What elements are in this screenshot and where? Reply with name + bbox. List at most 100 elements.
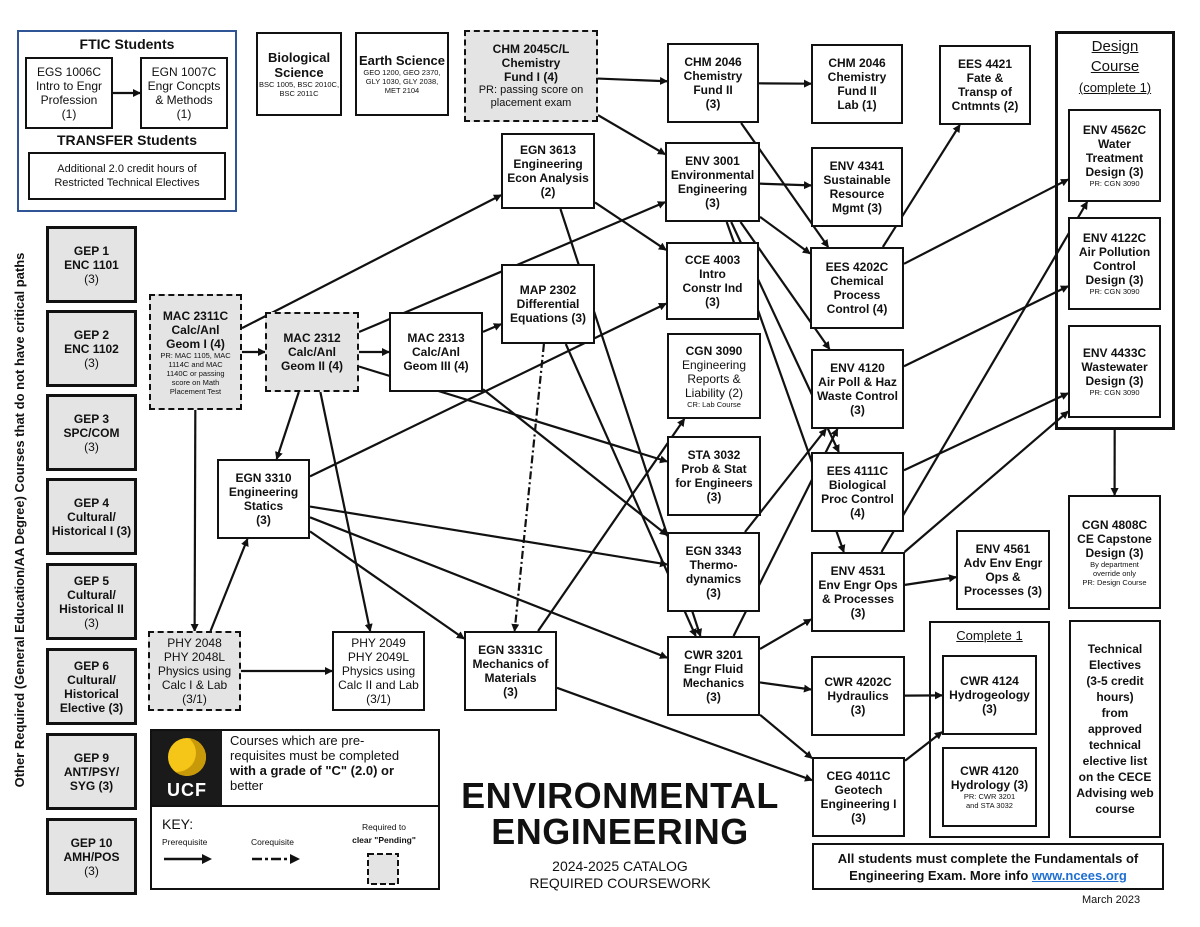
course-ees4421[interactable]: EES 4421 Fate & Transp of Cntmnts (2) [939, 45, 1031, 125]
design-title-1: Design [1091, 38, 1139, 55]
pending-box-icon [367, 853, 399, 885]
course-map2302[interactable]: MAP 2302 Differential Equations (3) [501, 264, 595, 344]
course-env4562c[interactable]: ENV 4562C Water Treatment Design (3) PR:… [1068, 109, 1161, 202]
edge-env3001-to-env4341 [759, 181, 812, 190]
corequisite-arrow-icon [252, 854, 300, 864]
course-chm2045c[interactable]: CHM 2045C/L Chemistry Fund I (4) PR: pas… [464, 30, 598, 122]
course-cgn3090[interactable]: CGN 3090 Engineering Reports & Liability… [667, 333, 761, 419]
ucf-logo: UCF [152, 731, 222, 805]
course-egn3310[interactable]: EGN 3310 Engineering Statics (3) [217, 459, 310, 539]
course-ees4111c[interactable]: EES 4111C Biological Proc Control (4) [811, 452, 904, 532]
course-env4122c[interactable]: ENV 4122C Air Pollution Control Design (… [1068, 217, 1161, 310]
grade-requirement-note: Courses which are pre- requisites must b… [230, 733, 400, 793]
edge-env3001-to-ees4202c [759, 215, 811, 255]
revision-date: March 2023 [1082, 894, 1141, 906]
course-mac2313[interactable]: MAC 2313 Calc/Anl Geom III (4) [389, 312, 483, 392]
course-env4341[interactable]: ENV 4341 Sustainable Resource Mgmt (3) [811, 147, 903, 227]
edge-cwr3201-to-env4531 [759, 618, 812, 650]
gen-ed-gep6[interactable]: GEP 6 Cultural/ Historical Elective (3) [46, 648, 137, 725]
ncees-link[interactable]: www.ncees.org [1031, 868, 1127, 883]
edge-cwr3201-to-ceg4011c [759, 713, 813, 760]
key-symbols [164, 853, 399, 885]
edge-egn3310-to-egn3343 [309, 505, 668, 568]
key-coreq-label: Corequisite [251, 837, 294, 847]
edge-chm2045-to-chm2046 [597, 76, 668, 85]
gen-ed-gep1[interactable]: GEP 1 ENC 1101 (3) [46, 226, 137, 303]
course-mac2312[interactable]: MAC 2312 Calc/Anl Geom II (4) [265, 312, 359, 392]
edge-mac2311c-to-egn3613 [241, 194, 502, 330]
ftic-header: FTIC Students [79, 36, 175, 52]
edge-mac2313-to-egn3343 [482, 388, 668, 536]
gen-ed-gep10[interactable]: GEP 10 AMH/POS (3) [46, 818, 137, 895]
ucf-logo-text: UCF [167, 780, 207, 800]
course-egn1007c[interactable]: EGN 1007C Engr Concpts & Methods (1) [140, 57, 228, 129]
course-sta3032[interactable]: STA 3032 Prob & Stat for Engineers (3) [667, 436, 761, 516]
edge-egn3310-to-egn3331c [309, 530, 465, 640]
fe-exam-note: All students must complete the Fundament… [812, 843, 1164, 890]
pegasus-icon [168, 738, 206, 776]
transfer-electives-note: Additional 2.0 credit hours of Restricte… [28, 152, 226, 200]
edge-egn3310-to-cce4003 [309, 302, 667, 478]
key-title: KEY: [162, 816, 194, 832]
tech-electives[interactable]: Technical Electives (3-5 credit hours) f… [1069, 620, 1161, 838]
course-egn3331c[interactable]: EGN 3331C Mechanics of Materials (3) [464, 631, 557, 711]
edge-cwr3201-to-cwr4202c [759, 681, 812, 693]
ftic-transfer-panel [17, 30, 237, 212]
edge-phy2048-to-egn3310 [209, 538, 249, 632]
course-cwr4120[interactable]: CWR 4120 Hydrology (3) PR: CWR 3201 and … [942, 747, 1037, 827]
gen-ed-gep5[interactable]: GEP 5 Cultural/ Historical II (3) [46, 563, 137, 640]
edge-mac2313-to-map2302 [482, 323, 502, 333]
edge-mac2312-to-egn3310 [275, 391, 300, 460]
edge-egn3331c-to-cgn3090 [537, 418, 686, 632]
course-cwr4202c[interactable]: CWR 4202C Hydraulics (3) [811, 656, 905, 736]
course-cgn4808c[interactable]: CGN 4808C CE Capstone Design (3) By depa… [1068, 495, 1161, 609]
key-panel [150, 729, 440, 890]
edge-chm2045-to-env3001 [597, 114, 666, 156]
course-env4561[interactable]: ENV 4561 Adv Env Engr Ops & Processes (3… [956, 530, 1050, 610]
edge-env4531-to-env4561 [904, 574, 957, 586]
course-chm2046l[interactable]: CHM 2046 Chemistry Fund II Lab (1) [811, 44, 903, 124]
course-env3001[interactable]: ENV 3001 Environmental Engineering (3) [665, 142, 760, 222]
edge-mac2311c-to-phy2048 [190, 409, 199, 632]
page-title: ENVIRONMENTAL ENGINEERING [461, 775, 779, 852]
edge-mac2312-to-phy2049 [319, 391, 373, 632]
key-pending-label-2: clear "Pending" [352, 835, 416, 845]
page-subtitle: 2024-2025 CATALOG REQUIRED COURSEWORK [529, 858, 711, 891]
gen-ed-vertical-label: Other Required (General Education/AA Deg… [12, 252, 27, 788]
course-egs1006c[interactable]: EGS 1006C Intro to Engr Profession (1) [25, 57, 113, 129]
course-env4120[interactable]: ENV 4120 Air Poll & Haz Waste Control (3… [811, 349, 904, 429]
edge-env4120-to-env4122c [903, 285, 1069, 368]
gen-ed-gep2[interactable]: GEP 2 ENC 1102 (3) [46, 310, 137, 387]
course-earth-science[interactable]: Earth Science GEO 1200, GEO 2370, GLY 10… [355, 32, 449, 116]
course-cwr4124[interactable]: CWR 4124 Hydrogeology (3) [942, 655, 1037, 735]
key-pending-label-1: Required to [362, 822, 406, 832]
course-biological-science[interactable]: Biological Science BSC 1005, BSC 2010C, … [256, 32, 342, 116]
edge-ees4202c-to-env4562c [903, 178, 1069, 265]
edge-egn3613-to-cce4003 [594, 201, 667, 251]
complete-one-group [929, 621, 1050, 838]
course-cwr3201[interactable]: CWR 3201 Engr Fluid Mechanics (3) [667, 636, 760, 716]
course-egn3613[interactable]: EGN 3613 Engineering Econ Analysis (2) [501, 133, 595, 209]
key-prereq-label: Prerequisite [162, 837, 208, 847]
edge-ees4111c-to-env4433c [903, 392, 1069, 472]
gen-ed-gep9[interactable]: GEP 9 ANT/PSY/ SYG (3) [46, 733, 137, 810]
course-ceg4011c[interactable]: CEG 4011C Geotech Engineering I (3) [812, 757, 905, 837]
complete-one-title: Complete 1 [956, 628, 1023, 643]
design-title-2: Course [1090, 58, 1140, 75]
course-phy2048[interactable]: PHY 2048 PHY 2048L Physics using Calc I … [148, 631, 241, 711]
prerequisite-arrow-icon [164, 854, 212, 864]
course-mac2311c[interactable]: MAC 2311C Calc/Anl Geom I (4) PR: MAC 11… [149, 294, 242, 410]
course-env4433c[interactable]: ENV 4433C Wastewater Design (3) PR: CGN … [1068, 325, 1161, 418]
gen-ed-gep3[interactable]: GEP 3 SPC/COM (3) [46, 394, 137, 471]
gen-ed-gep4[interactable]: GEP 4 Cultural/ Historical I (3) [46, 478, 137, 555]
transfer-header: TRANSFER Students [57, 132, 197, 148]
key-divider [150, 805, 440, 807]
course-cce4003[interactable]: CCE 4003 Intro Constr Ind (3) [666, 242, 759, 320]
course-chm2046[interactable]: CHM 2046 Chemistry Fund II (3) [667, 43, 759, 123]
design-course-group [1055, 31, 1175, 430]
course-env4531[interactable]: ENV 4531 Env Engr Ops & Processes (3) [811, 552, 905, 632]
course-phy2049[interactable]: PHY 2049 PHY 2049L Physics using Calc II… [332, 631, 425, 711]
course-ees4202c[interactable]: EES 4202C Chemical Process Control (4) [810, 247, 904, 329]
design-title-3: (complete 1) [1078, 80, 1152, 95]
course-egn3343[interactable]: EGN 3343 Thermo- dynamics (3) [667, 532, 760, 612]
